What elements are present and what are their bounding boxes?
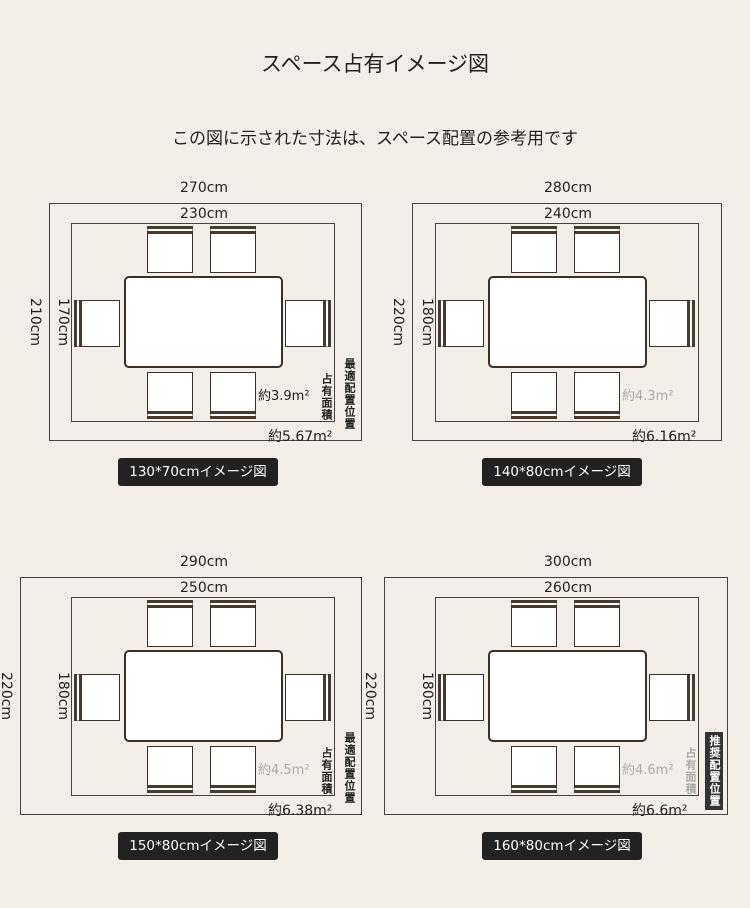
chair [285, 674, 331, 721]
outer-area-rect [412, 203, 722, 441]
chair [147, 372, 193, 419]
inner-width-label: 240cm [544, 206, 593, 222]
total-area-label: 約6.16m² [632, 429, 697, 445]
total-area-label: 約5.67m² [268, 429, 333, 445]
page-subtitle: この図に示された寸法は、スペース配置の参考用です [172, 129, 578, 149]
chair [438, 300, 484, 347]
total-area-label: 約6.6m² [632, 803, 688, 819]
dining-table [124, 276, 283, 368]
inner-width-label: 260cm [544, 580, 593, 596]
chair [574, 372, 620, 419]
outer-width-label: 280cm [544, 180, 593, 196]
inner-height-label: 170cm [55, 298, 71, 347]
dining-table [488, 650, 647, 742]
inner-height-label: 180cm [419, 672, 435, 721]
inner-area-rect [435, 223, 699, 422]
outer-width-label: 300cm [544, 554, 593, 570]
inner-area-rect [71, 223, 335, 422]
chair [511, 600, 557, 647]
outer-area-rect [49, 203, 362, 441]
size-caption: 140*80cmイメージ図 [482, 458, 642, 486]
chair [210, 226, 256, 273]
chair [511, 746, 557, 793]
size-caption: 150*80cmイメージ図 [118, 832, 278, 860]
outer-height-label: 220cm [362, 672, 378, 721]
inner-height-label: 180cm [55, 672, 71, 721]
chair [285, 300, 331, 347]
placement-title: 最適配置位置 [343, 358, 356, 430]
chair [438, 674, 484, 721]
outer-height-label: 220cm [0, 672, 14, 721]
chair [574, 600, 620, 647]
layout-diagram-2: 280cm 240cm 220cm 180cm 約4.3m² 約6.16m² 1… [364, 180, 739, 500]
chair [511, 226, 557, 273]
dining-table [124, 650, 283, 742]
size-caption: 160*80cmイメージ図 [482, 832, 642, 860]
outer-height-label: 210cm [27, 298, 43, 347]
inner-area-rect [435, 597, 699, 796]
chair [511, 372, 557, 419]
chair [210, 372, 256, 419]
inner-width-label: 250cm [180, 580, 229, 596]
size-caption: 130*70cmイメージ図 [118, 458, 278, 486]
total-area-label: 約6.38m² [268, 803, 333, 819]
chair [649, 674, 695, 721]
outer-area-rect [384, 577, 728, 815]
placement-title: 最適配置位置 [343, 732, 356, 804]
outer-area-rect [20, 577, 362, 815]
layout-diagram-4: 300cm 260cm 220cm 180cm 約4.6m² 占有面積 推奨配置… [362, 554, 739, 874]
placement-title: 推奨配置位置 [705, 732, 723, 810]
outer-width-label: 270cm [180, 180, 229, 196]
occupied-area-label: 約4.6m² [622, 763, 674, 778]
page-title: スペース占有イメージ図 [260, 52, 490, 76]
inner-area-rect [71, 597, 335, 796]
layout-diagram-1: 270cm 230cm 210cm 170cm 約3.9m² 占有面積 最適配置… [0, 180, 375, 500]
occupied-area-label: 約3.9m² [258, 389, 310, 404]
occupied-area-title: 占有面積 [320, 373, 333, 421]
chair [649, 300, 695, 347]
inner-width-label: 230cm [180, 206, 229, 222]
layout-diagram-3: 290cm 250cm 220cm 180cm 約4.5m² 占有面積 最適配置… [0, 554, 375, 874]
outer-width-label: 290cm [180, 554, 229, 570]
occupied-area-label: 約4.5m² [258, 763, 310, 778]
chair [147, 746, 193, 793]
chair [210, 746, 256, 793]
chair [74, 300, 120, 347]
occupied-area-label: 約4.3m² [622, 389, 674, 404]
outer-height-label: 220cm [390, 298, 406, 347]
chair [210, 600, 256, 647]
dining-table [488, 276, 647, 368]
inner-height-label: 180cm [419, 298, 435, 347]
chair [147, 226, 193, 273]
chair [74, 674, 120, 721]
occupied-area-title: 占有面積 [684, 747, 697, 795]
chair [574, 746, 620, 793]
occupied-area-title: 占有面積 [320, 747, 333, 795]
chair [147, 600, 193, 647]
chair [574, 226, 620, 273]
